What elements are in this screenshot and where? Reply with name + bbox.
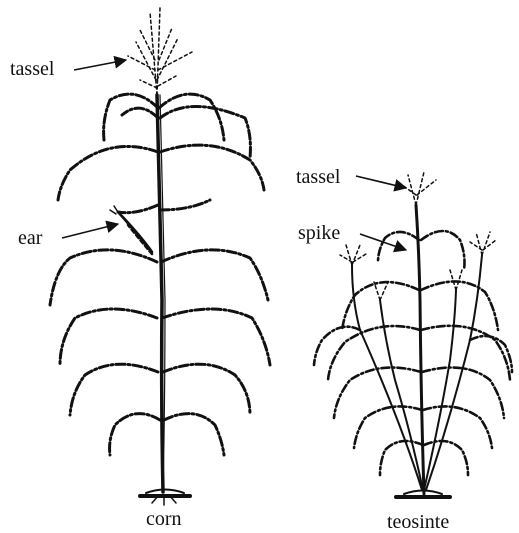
corn-stalk: [157, 95, 163, 492]
teosinte-stalk: [416, 205, 424, 494]
teosinte-spike-label: spike: [298, 222, 340, 244]
arrow-teosinte-tassel: [356, 176, 406, 188]
arrow-corn-ear: [62, 224, 118, 238]
arrow-corn-tassel: [74, 60, 126, 70]
corn-caption: corn: [146, 508, 182, 530]
arrow-teosinte-spike: [360, 234, 406, 250]
teosinte-plant: [314, 172, 512, 497]
callout-arrows: [62, 60, 406, 250]
corn-ear-label: ear: [18, 227, 42, 249]
corn-plant: [50, 8, 270, 505]
corn-tassel-label: tassel: [10, 58, 54, 80]
teosinte-caption: teosinte: [387, 511, 449, 533]
teosinte-leaves: [314, 231, 512, 475]
corn-tassel: [128, 8, 192, 95]
teosinte-tassel-label: tassel: [296, 166, 340, 188]
